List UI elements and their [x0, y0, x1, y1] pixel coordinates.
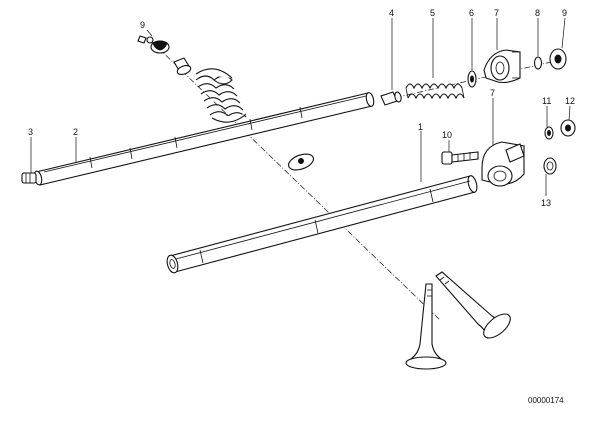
leader-9 — [561, 17, 566, 49]
diagram-reference-number: 00000174 — [528, 396, 564, 405]
valve-left — [405, 283, 447, 370]
nut-12 — [560, 119, 576, 137]
valve-right — [435, 271, 511, 340]
valve-keepers-top — [137, 35, 170, 54]
callout-12: 12 — [565, 96, 575, 106]
rocker-arm-lower — [481, 141, 525, 187]
callout-4: 4 — [389, 8, 394, 18]
washer-11 — [544, 126, 554, 140]
callout-13: 13 — [541, 198, 551, 208]
valve-spring-right — [405, 83, 465, 100]
leader-12 — [568, 105, 571, 121]
callout-10: 10 — [442, 130, 452, 140]
washer-8 — [533, 56, 543, 70]
axis-line-upper — [149, 39, 441, 321]
callout-6: 6 — [469, 8, 474, 18]
thrust-washer-6 — [467, 70, 477, 88]
bolt-10 — [441, 151, 479, 165]
rocker-arm-upper — [483, 49, 521, 84]
rocker-shaft-upper — [33, 92, 375, 186]
rocker-shaft-lower — [166, 175, 478, 274]
callout-7-upper: 7 — [494, 8, 499, 18]
spring-seat-washer — [288, 153, 314, 171]
valve-spring-left — [195, 68, 247, 123]
callout-3: 3 — [28, 127, 33, 137]
callout-1: 1 — [418, 122, 423, 132]
leader-9b — [146, 29, 153, 37]
cap-13 — [543, 157, 557, 175]
adjusting-screw — [380, 91, 402, 106]
callout-2: 2 — [73, 127, 78, 137]
callout-7-lower: 7 — [490, 88, 495, 98]
callout-9: 9 — [562, 8, 567, 18]
shaft-plug-bolt — [21, 172, 37, 184]
callout-11: 11 — [542, 96, 551, 106]
nut-9 — [549, 48, 567, 70]
callout-8: 8 — [535, 8, 540, 18]
callout-9-small: 9 — [140, 20, 145, 30]
callout-5: 5 — [430, 8, 435, 18]
spring-retainer-left — [173, 57, 192, 76]
